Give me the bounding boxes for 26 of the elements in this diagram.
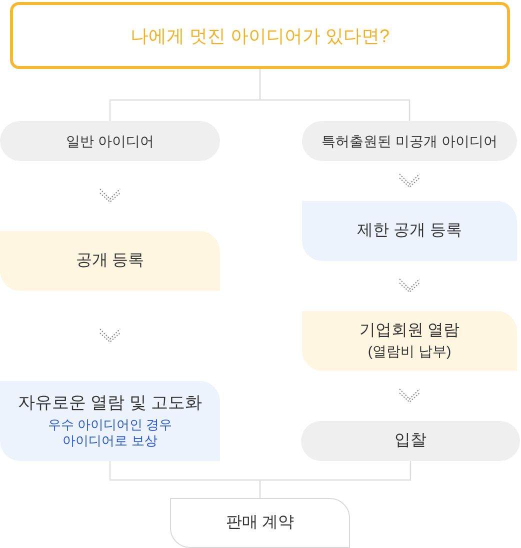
node-label: 특허출원된 미공개 아이디어: [322, 132, 498, 151]
chevron-arrow: [99, 328, 121, 343]
category-pill: [0, 121, 220, 161]
result-box: [170, 498, 350, 548]
step-box: [0, 231, 220, 291]
step-box: [302, 311, 517, 371]
node-label: 자유로운 열람 및 고도화: [18, 393, 202, 413]
node-label: 공개 등록: [76, 251, 144, 271]
connector-line: [259, 69, 410, 121]
chevron-arrow: [99, 188, 121, 203]
chevron-arrow: [398, 278, 420, 293]
node-label: 제한 공개 등록: [357, 221, 462, 241]
question-box: [10, 2, 510, 69]
category-pill: [302, 121, 517, 161]
node-label: 입찰: [394, 431, 426, 451]
step-box: [0, 381, 220, 461]
category-pill: [301, 421, 520, 461]
node-label: 판매 계약: [226, 513, 294, 533]
chevron-arrow: [398, 173, 420, 188]
node-label: 기업회원 열람: [359, 321, 460, 341]
node-label: 일반 아이디어: [66, 132, 154, 151]
note-text: (열람비 납부): [368, 342, 452, 361]
note-text: 우수 아이디어인 경우 아이디어로 보상: [46, 417, 174, 449]
chevron-arrow: [398, 388, 420, 403]
connector-line: [259, 461, 412, 498]
node-label: 나에게 멋진 아이디어가 있다면?: [130, 26, 390, 46]
